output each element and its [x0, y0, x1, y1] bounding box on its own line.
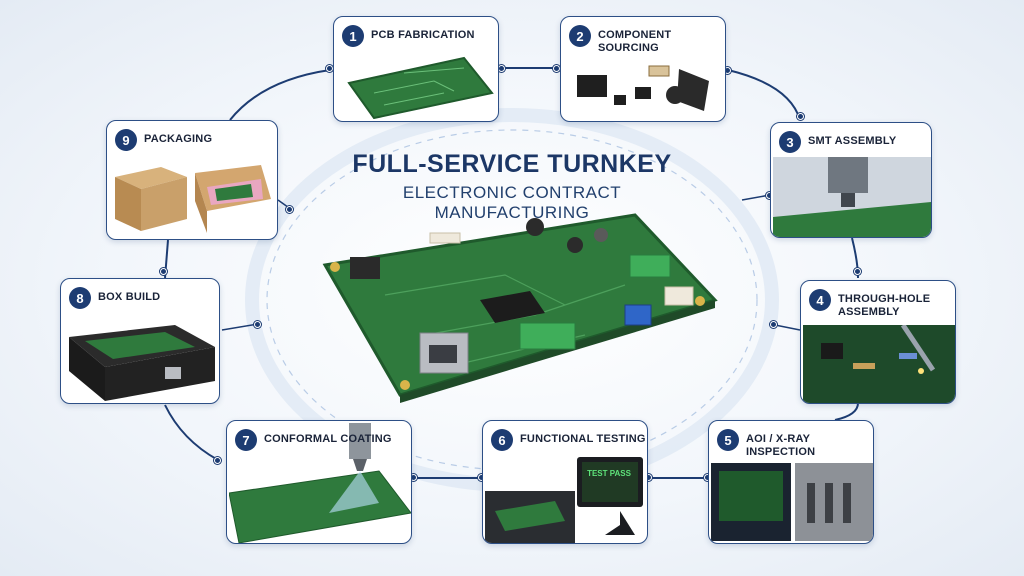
connector-dot [498, 65, 505, 72]
central-pcb-board [322, 213, 718, 403]
main-processor-chip [480, 291, 545, 323]
terminal-block [519, 322, 576, 350]
connector-dot [553, 65, 560, 72]
mounting-hole [695, 296, 705, 306]
step-label: BOX BUILD [98, 291, 161, 303]
step-label: COMPONENT SOURCING [598, 29, 672, 54]
step-number: 3 [779, 131, 801, 153]
test-pass-text: TEST PASS [587, 469, 631, 478]
step-number: 2 [569, 25, 591, 47]
connector-3-4 [851, 237, 859, 279]
step-card-through-hole-assembly: 4 THROUGH-HOLE ASSEMBLY [800, 280, 956, 404]
step-number: 9 [115, 129, 137, 151]
step-number: 4 [809, 289, 831, 311]
spoke-3 [741, 194, 771, 201]
soldering-icon [803, 325, 955, 403]
connector-2-3 [727, 69, 801, 121]
capacitor [567, 237, 583, 253]
step-card-conformal-coating: 7 CONFORMAL COATING [226, 420, 412, 544]
connector-dot [214, 457, 221, 464]
step-label: AOI / X-RAY INSPECTION [746, 433, 816, 458]
pin-header [429, 232, 461, 244]
connector-white [664, 286, 694, 306]
step-card-component-sourcing: 2 COMPONENT SOURCING [560, 16, 726, 122]
step-label: FUNCTIONAL TESTING [520, 433, 646, 445]
shipping-box-icon [115, 165, 271, 233]
connector-4-5 [834, 402, 859, 421]
step-label: PACKAGING [144, 133, 213, 145]
step-card-smt-assembly: 3 SMT ASSEMBLY [770, 122, 932, 238]
step-label: CONFORMAL COATING [264, 433, 392, 445]
step-number: 7 [235, 429, 257, 451]
spoke-4 [774, 324, 801, 331]
title-subtitle: ELECTRONIC CONTRACT MANUFACTURING [402, 183, 622, 222]
connector-dot [254, 321, 261, 328]
connector-9-1 [229, 69, 331, 121]
capacitor [526, 218, 544, 236]
connector-dot [797, 113, 804, 120]
step-card-packaging: 9 PACKAGING [106, 120, 278, 240]
bare-pcb-icon [347, 56, 494, 119]
step-label: PCB FABRICATION [371, 29, 475, 41]
step-label: THROUGH-HOLE ASSEMBLY [838, 293, 931, 318]
pcb-edge [400, 300, 715, 403]
step-card-pcb-fabrication: 1 PCB FABRICATION [333, 16, 499, 122]
mounting-hole [400, 380, 410, 390]
step-card-functional-testing: 6 FUNCTIONAL TESTING TEST PASS [482, 420, 648, 544]
usb-port [624, 304, 652, 326]
spoke-8 [221, 323, 259, 331]
connector-dot [160, 268, 167, 275]
step-number: 5 [717, 429, 739, 451]
inspection-screens-icon [711, 463, 873, 541]
diagram-title: FULL-SERVICE TURNKEY ELECTRONIC CONTRACT… [330, 150, 694, 223]
test-fixture-icon [485, 457, 643, 543]
connector-dot [770, 321, 777, 328]
step-number: 8 [69, 287, 91, 309]
step-label: SMT ASSEMBLY [808, 135, 897, 147]
step-card-aoi-xray-inspection: 5 AOI / X-RAY INSPECTION [708, 420, 874, 544]
enclosure-icon [69, 325, 215, 401]
pick-and-place-icon [773, 157, 931, 237]
connector-dot [854, 268, 861, 275]
mounting-hole [330, 262, 340, 272]
terminal-block-right [629, 254, 671, 278]
step-card-box-build: 8 BOX BUILD [60, 278, 220, 404]
step-number: 1 [342, 25, 364, 47]
connector-black [350, 257, 380, 279]
components-icon [577, 65, 709, 111]
connector-dot [326, 65, 333, 72]
capacitor [594, 228, 608, 242]
title-main: FULL-SERVICE TURNKEY [352, 150, 672, 178]
connector-dot [286, 206, 293, 213]
coating-nozzle-icon [229, 423, 411, 543]
connector-7-8 [164, 404, 219, 461]
step-number: 6 [491, 429, 513, 451]
